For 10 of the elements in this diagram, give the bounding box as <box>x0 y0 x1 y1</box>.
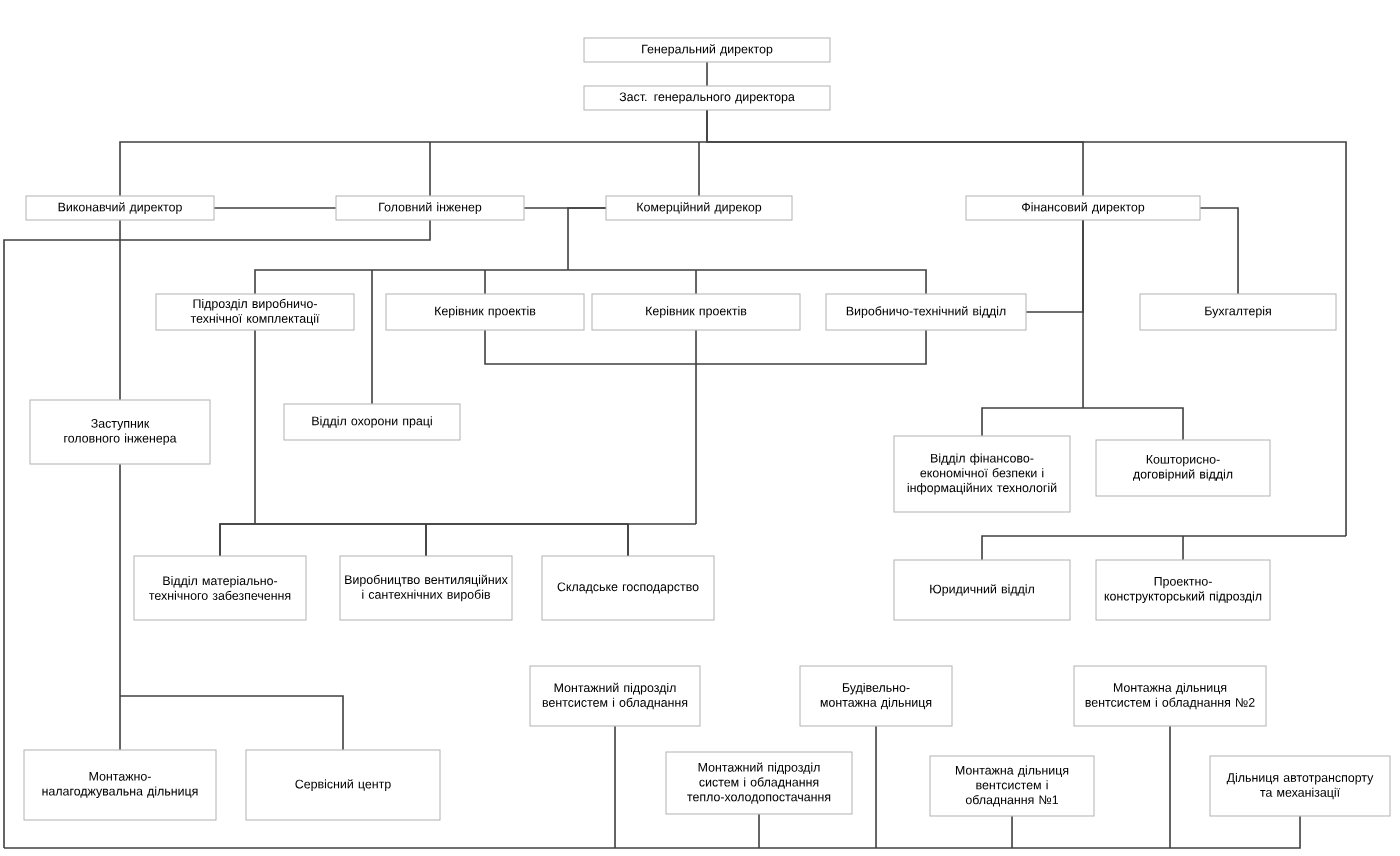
connector-line <box>706 61 708 87</box>
connector-line <box>254 207 927 405</box>
connector-line <box>213 207 337 209</box>
connector-line <box>119 219 121 401</box>
connector-line <box>981 219 1184 441</box>
connector-line <box>1199 207 1239 295</box>
connector-line <box>484 329 927 365</box>
connector-line <box>119 463 344 751</box>
connector-line <box>706 109 1347 561</box>
connector-line <box>3 219 1301 849</box>
